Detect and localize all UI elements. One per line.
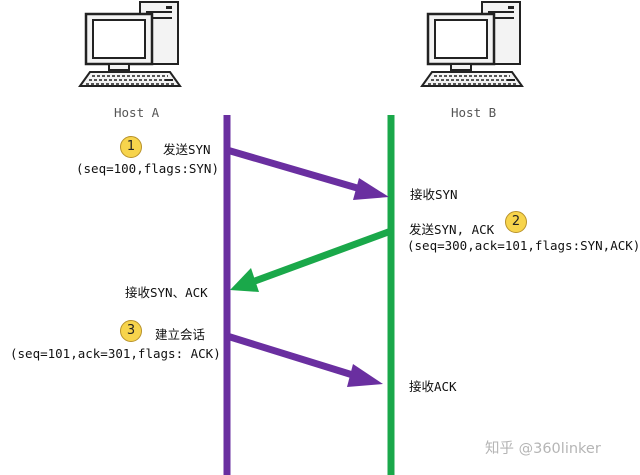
syn-arrow xyxy=(226,146,389,200)
host-a-label: Host A xyxy=(114,105,160,120)
step-2-badge: 2 xyxy=(505,211,527,233)
step-3-params: (seq=101,ack=301,flags: ACK) xyxy=(10,346,221,361)
step-3-badge: 3 xyxy=(120,320,142,342)
step-1-badge: 1 xyxy=(120,136,142,158)
step-1-action: 发送SYN xyxy=(163,142,211,157)
host-a-computer-icon xyxy=(78,0,182,88)
step-1-params: (seq=100,flags:SYN) xyxy=(76,161,219,176)
receive-syn-label: 接收SYN xyxy=(410,187,458,202)
syn-ack-arrow xyxy=(230,227,393,292)
host-b-computer-icon xyxy=(420,0,524,88)
step-2-params: (seq=300,ack=101,flags:SYN,ACK) xyxy=(407,238,640,253)
watermark: 知乎 @360linker xyxy=(485,441,601,457)
receive-ack-label: 接收ACK xyxy=(409,379,457,394)
step-3-action: 建立会话 xyxy=(155,327,206,342)
step-2-action: 发送SYN, ACK xyxy=(409,222,495,237)
ack-arrow xyxy=(225,332,383,387)
receive-syn-ack-label: 接收SYN、ACK xyxy=(125,285,208,300)
host-b-label: Host B xyxy=(451,105,497,120)
